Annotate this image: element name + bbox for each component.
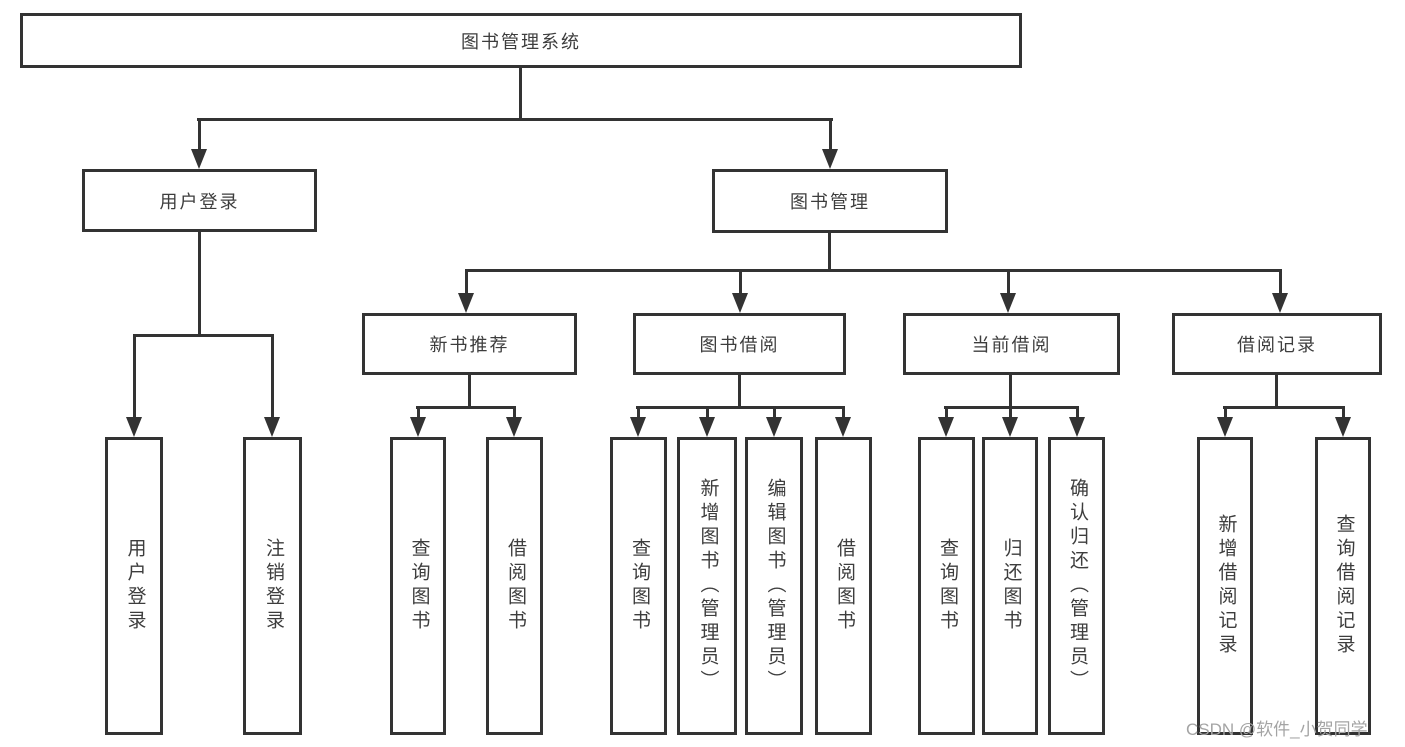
- arrow-to-book-management: [822, 120, 838, 169]
- node-book-management: 图书管理: [712, 169, 948, 233]
- connector-borrow-records-bus: [1223, 406, 1345, 409]
- node-new-book-recommend-label: 新书推荐: [429, 335, 510, 355]
- arrow-to-leaf-logout: [264, 336, 280, 437]
- leaf-query-books-2: 查询图书: [610, 437, 667, 735]
- leaf-add-book-admin-label: 新增图书（管理员）: [697, 478, 719, 694]
- arrow-to-leaf-add-book: [699, 408, 715, 437]
- arrow-to-user-login: [191, 120, 207, 169]
- leaf-edit-book-admin: 编辑图书（管理员）: [745, 437, 803, 735]
- connector-book-management-stem: [828, 231, 831, 272]
- node-current-borrow: 当前借阅: [903, 313, 1120, 375]
- node-borrow-records: 借阅记录: [1172, 313, 1382, 375]
- node-borrow-records-label: 借阅记录: [1237, 335, 1317, 355]
- leaf-logout: 注销登录: [243, 437, 302, 735]
- arrow-to-leaf-add-record: [1217, 408, 1233, 437]
- node-book-management-label: 图书管理: [790, 192, 870, 212]
- connector-user-login-stem: [198, 230, 201, 337]
- leaf-user-login: 用户登录: [105, 437, 163, 735]
- arrow-to-leaf-edit-book: [766, 408, 782, 437]
- connector-level2-bus: [197, 118, 833, 121]
- leaf-edit-book-admin-label: 编辑图书（管理员）: [764, 478, 786, 694]
- arrow-to-leaf-borrow-books-2: [835, 408, 851, 437]
- connector-book-borrow-bus: [636, 406, 845, 409]
- leaf-borrow-books-1-label: 借阅图书: [504, 538, 526, 634]
- connector-user-login-bus: [133, 334, 274, 337]
- arrow-to-leaf-user-login: [126, 336, 142, 437]
- arrow-to-borrow-records: [1272, 271, 1288, 313]
- leaf-borrow-books-2-label: 借阅图书: [833, 538, 855, 634]
- arrow-to-leaf-confirm-return: [1069, 408, 1085, 437]
- node-new-book-recommend: 新书推荐: [362, 313, 577, 375]
- connector-new-book-bus: [416, 406, 516, 409]
- leaf-query-books-3-label: 查询图书: [936, 538, 958, 634]
- connector-current-borrow-stem: [1009, 373, 1012, 409]
- connector-borrow-records-stem: [1275, 373, 1278, 409]
- arrow-to-leaf-borrow-books-1: [506, 408, 522, 437]
- node-root: 图书管理系统: [20, 13, 1022, 68]
- arrow-to-current-borrow: [1000, 271, 1016, 313]
- leaf-user-login-label: 用户登录: [124, 538, 146, 634]
- arrow-to-leaf-query-books-3: [938, 408, 954, 437]
- leaf-query-borrow-record: 查询借阅记录: [1315, 437, 1371, 735]
- csdn-watermark: CSDN @软件_小贺同学: [1186, 720, 1368, 739]
- leaf-query-books-3: 查询图书: [918, 437, 975, 735]
- node-book-borrow: 图书借阅: [633, 313, 846, 375]
- arrow-to-new-book-recommend: [458, 271, 474, 313]
- leaf-query-borrow-record-label: 查询借阅记录: [1333, 514, 1355, 658]
- connector-level3-bus: [465, 269, 1282, 272]
- node-book-borrow-label: 图书借阅: [699, 335, 780, 355]
- arrow-to-leaf-query-record: [1335, 408, 1351, 437]
- connector-current-borrow-bus: [944, 406, 1079, 409]
- node-root-label: 图书管理系统: [461, 31, 581, 52]
- node-current-borrow-label: 当前借阅: [971, 335, 1052, 355]
- node-user-login: 用户登录: [82, 169, 317, 232]
- leaf-add-borrow-record: 新增借阅记录: [1197, 437, 1253, 735]
- leaf-query-books-2-label: 查询图书: [628, 538, 650, 634]
- leaf-return-book: 归还图书: [982, 437, 1038, 735]
- leaf-confirm-return-admin-label: 确认归还（管理员）: [1066, 478, 1088, 694]
- connector-root-stem: [519, 66, 522, 120]
- node-user-login-label: 用户登录: [159, 191, 240, 212]
- leaf-borrow-books-2: 借阅图书: [815, 437, 872, 735]
- arrow-to-book-borrow: [732, 271, 748, 313]
- leaf-borrow-books-1: 借阅图书: [486, 437, 543, 735]
- leaf-add-book-admin: 新增图书（管理员）: [677, 437, 737, 735]
- arrow-to-leaf-return-book: [1002, 408, 1018, 437]
- leaf-return-book-label: 归还图书: [1000, 538, 1022, 634]
- leaf-add-borrow-record-label: 新增借阅记录: [1215, 514, 1237, 658]
- leaf-query-books-1: 查询图书: [390, 437, 446, 735]
- connector-book-borrow-stem: [738, 373, 741, 409]
- leaf-confirm-return-admin: 确认归还（管理员）: [1048, 437, 1105, 735]
- leaf-query-books-1-label: 查询图书: [408, 538, 430, 634]
- arrow-to-leaf-query-books-2: [630, 408, 646, 437]
- arrow-to-leaf-query-books-1: [410, 408, 426, 437]
- connector-new-book-stem: [468, 373, 471, 409]
- leaf-logout-label: 注销登录: [262, 538, 284, 634]
